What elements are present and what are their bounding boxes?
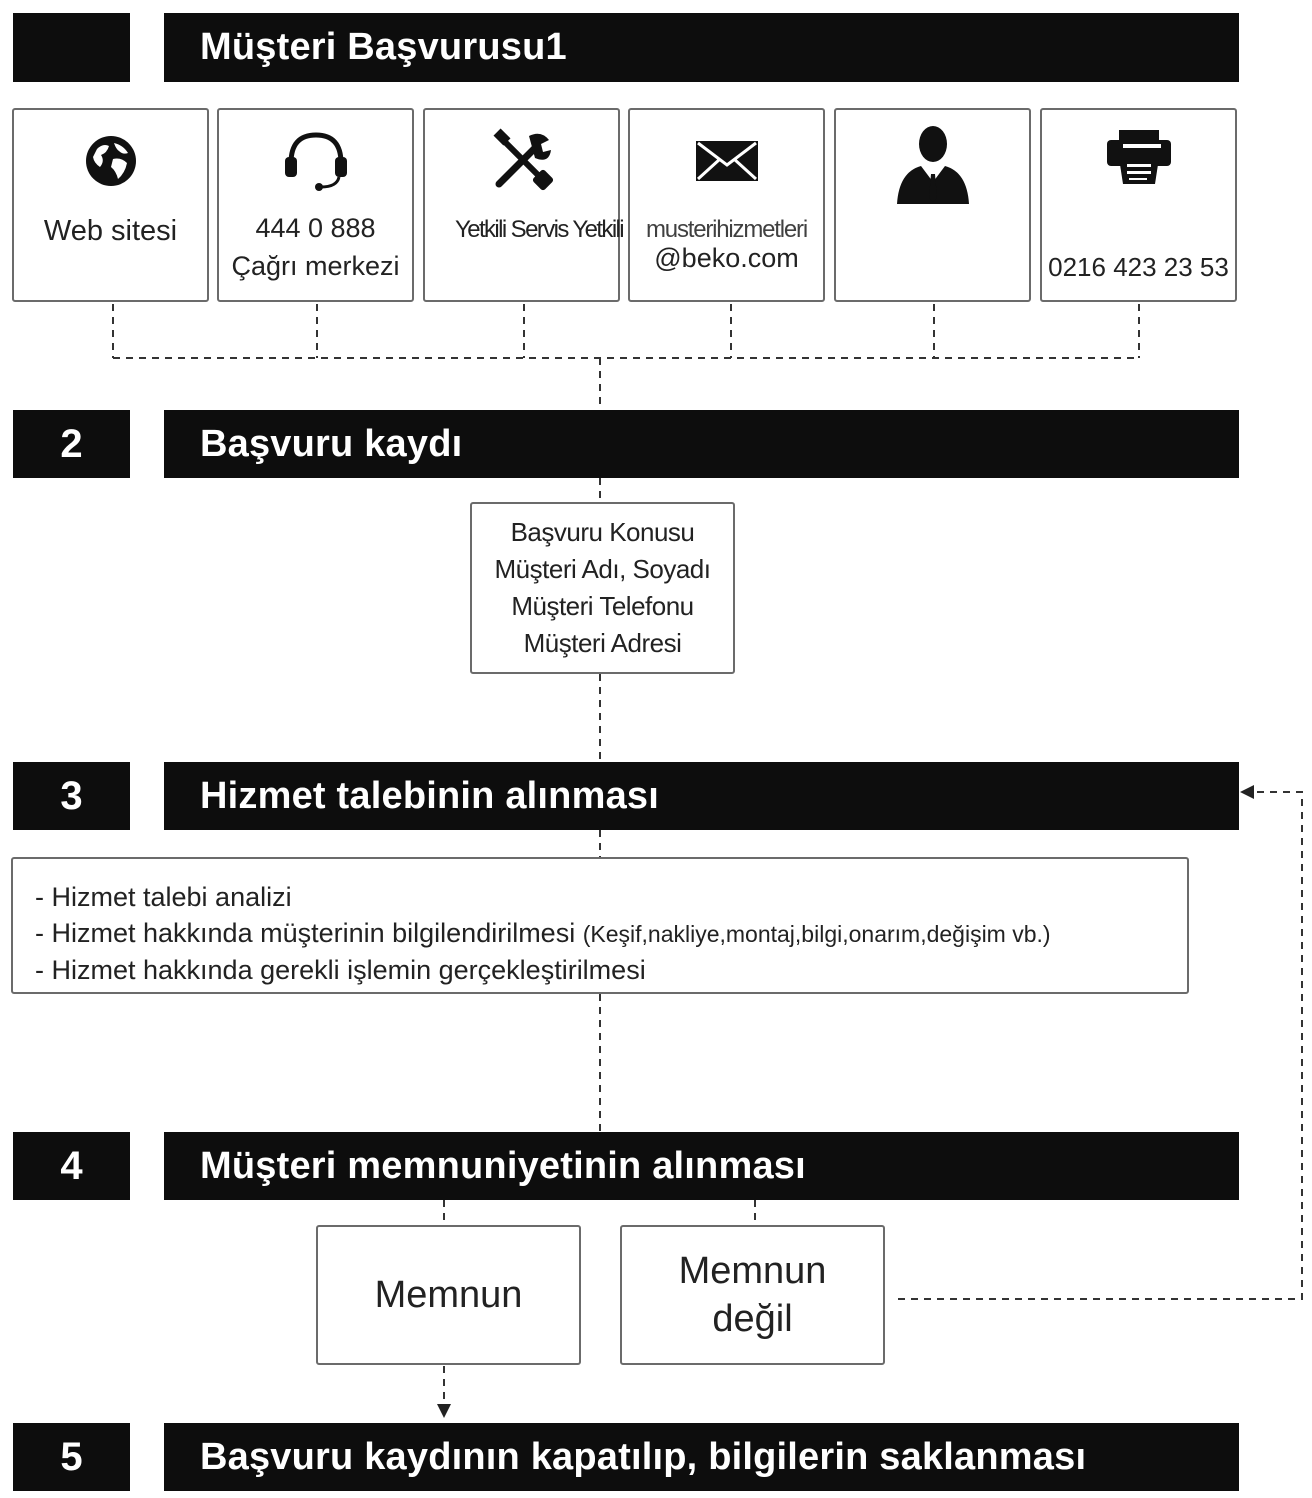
step-4-number: 4 <box>13 1132 130 1200</box>
step-5-number: 5 <box>13 1423 130 1491</box>
step-3-title: Hizmet talebinin alınması <box>164 762 1239 830</box>
record-field: Başvuru Konusu <box>510 517 695 547</box>
headset-icon <box>219 120 412 202</box>
service-item: - Hizmet talebi analizi <box>35 882 292 912</box>
channel-in-person <box>834 108 1031 302</box>
channel-fax: 0216 423 23 53 <box>1040 108 1237 302</box>
channel-email-user: musterihizmetleri <box>646 216 808 243</box>
channel-web: Web sitesi <box>12 108 209 302</box>
outcome-not-satisfied-line1: Memnun <box>678 1250 827 1292</box>
channel-call-center-number: 444 0 888 <box>255 213 376 243</box>
arrow-head-step3 <box>1240 785 1254 799</box>
arrow-head-step5 <box>437 1404 451 1418</box>
service-item-note: (Keşif,nakliye,montaj,bilgi,onarım,değiş… <box>582 921 1051 947</box>
person-icon <box>836 122 1029 206</box>
outcome-not-satisfied-line2: değil <box>712 1298 793 1340</box>
outcome-not-satisfied: Memnun değil <box>620 1225 885 1365</box>
service-item: - Hizmet hakkında gerekli işlemin gerçek… <box>35 955 646 985</box>
step-1-number <box>13 13 130 82</box>
channel-call-center-label: Çağrı merkezi <box>231 251 400 281</box>
outcome-satisfied-label: Memnun <box>374 1274 523 1316</box>
service-actions-box: - Hizmet talebi analizi - Hizmet hakkınd… <box>11 857 1189 994</box>
channel-authorized-service: Yetkili Servis Yetkili Satıcı Fakstleri <box>423 108 763 302</box>
step-2-number: 2 <box>13 410 130 478</box>
outcome-satisfied: Memnun <box>316 1225 581 1365</box>
step-3-number: 3 <box>13 762 130 830</box>
channel-email: musterihizmetleri @beko.com <box>628 108 825 302</box>
envelope-icon <box>630 120 823 202</box>
step-5-title: Başvuru kaydının kapatılıp, bilgilerin s… <box>164 1423 1239 1491</box>
fax-icon <box>1042 116 1235 198</box>
record-field: Müşteri Adı, Soyadı <box>494 554 711 584</box>
channel-call-center: 444 0 888 Çağrı merkezi <box>217 108 414 302</box>
step-1-title: Müşteri Başvurusu1 <box>164 13 1239 82</box>
record-fields-box: Başvuru Konusu Müşteri Adı, Soyadı Müşte… <box>470 502 735 674</box>
channel-fax-number: 0216 423 23 53 <box>1048 252 1229 282</box>
record-field: Müşteri Adresi <box>523 628 682 658</box>
service-item: - Hizmet hakkında müşterinin bilgilendir… <box>35 918 1051 948</box>
tools-icon <box>425 120 618 202</box>
step-4-title: Müşteri memnuniyetinin alınması <box>164 1132 1239 1200</box>
channel-web-label: Web sitesi <box>43 215 178 247</box>
channel-email-domain: @beko.com <box>654 243 799 273</box>
record-field: Müşteri Telefonu <box>511 591 694 621</box>
globe-icon <box>14 120 207 202</box>
step-2-title: Başvuru kaydı <box>164 410 1239 478</box>
